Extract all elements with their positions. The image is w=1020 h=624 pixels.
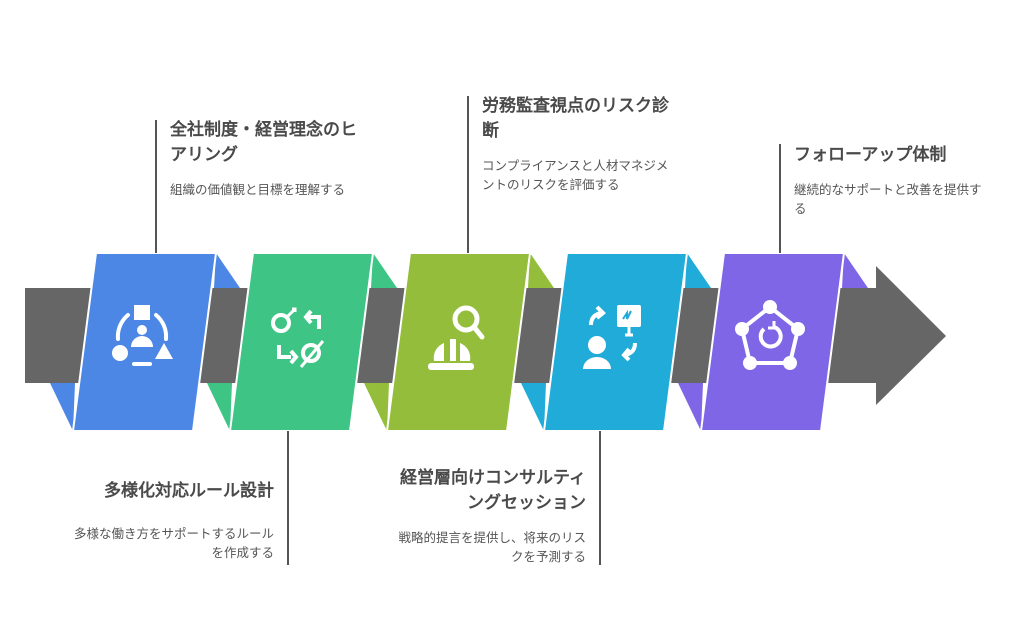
fold-top bbox=[842, 253, 868, 288]
panel bbox=[385, 252, 532, 432]
arrow-head bbox=[876, 266, 946, 405]
presentation-person-icon bbox=[583, 305, 641, 369]
people-shapes-icon bbox=[112, 305, 173, 366]
network-refresh-icon bbox=[735, 300, 805, 370]
step-5-label: フォローアップ体制 継続的なサポートと改善を提供する bbox=[794, 143, 984, 218]
fold-bottom bbox=[364, 383, 389, 431]
step-2-label: 多様化対応ルール設計 多様な働き方をサポートするルールを作成する bbox=[72, 479, 274, 562]
step-title: 労務監査視点のリスク診断 bbox=[482, 96, 669, 141]
fold-bottom bbox=[521, 383, 546, 431]
connector-line bbox=[467, 96, 469, 253]
step-title: フォローアップ体制 bbox=[794, 145, 947, 165]
step-1-label: 全社制度・経営理念のヒアリング 組織の価値観と目標を理解する bbox=[170, 118, 370, 199]
step-description: 多様な働き方をサポートするルールを作成する bbox=[73, 526, 274, 560]
step-description: 組織の価値観と目標を理解する bbox=[170, 182, 346, 197]
fold-top bbox=[528, 253, 554, 288]
step-description: コンプライアンスと人材マネジメントのリスクを評価する bbox=[482, 158, 669, 192]
step-1-panel bbox=[50, 252, 240, 432]
step-title: 全社制度・経営理念のヒアリング bbox=[170, 120, 357, 165]
fold-bottom bbox=[207, 383, 232, 431]
fold-top bbox=[214, 253, 240, 288]
step-description: 戦略的提言を提供し、将来のリスクを予測する bbox=[398, 530, 586, 564]
step-title: 多様化対応ルール設計 bbox=[104, 481, 274, 501]
connector-line bbox=[155, 120, 157, 253]
helmet-search-icon bbox=[428, 305, 485, 370]
step-title: 経営層向けコンサルティングセッション bbox=[400, 468, 586, 513]
step-3-panel bbox=[364, 252, 554, 432]
panel bbox=[228, 252, 375, 432]
connector-line bbox=[287, 431, 289, 565]
step-5-panel bbox=[678, 252, 868, 432]
fold-bottom bbox=[50, 383, 75, 431]
fold-bottom bbox=[678, 383, 703, 431]
step-3-label: 労務監査視点のリスク診断 コンプライアンスと人材マネジメントのリスクを評価する bbox=[482, 94, 672, 194]
step-4-label: 経営層向けコンサルティングセッション 戦略的提言を提供し、将来のリスクを予測する bbox=[392, 466, 586, 566]
step-2-panel bbox=[207, 252, 397, 432]
fold-top bbox=[371, 253, 397, 288]
gender-arrows-icon bbox=[271, 307, 325, 368]
step-4-panel bbox=[521, 252, 711, 432]
panel bbox=[542, 252, 689, 432]
panel bbox=[699, 252, 846, 432]
step-description: 継続的なサポートと改善を提供する bbox=[794, 182, 982, 216]
connector-line bbox=[599, 431, 601, 565]
connector-line bbox=[779, 144, 781, 253]
fold-top bbox=[685, 253, 711, 288]
